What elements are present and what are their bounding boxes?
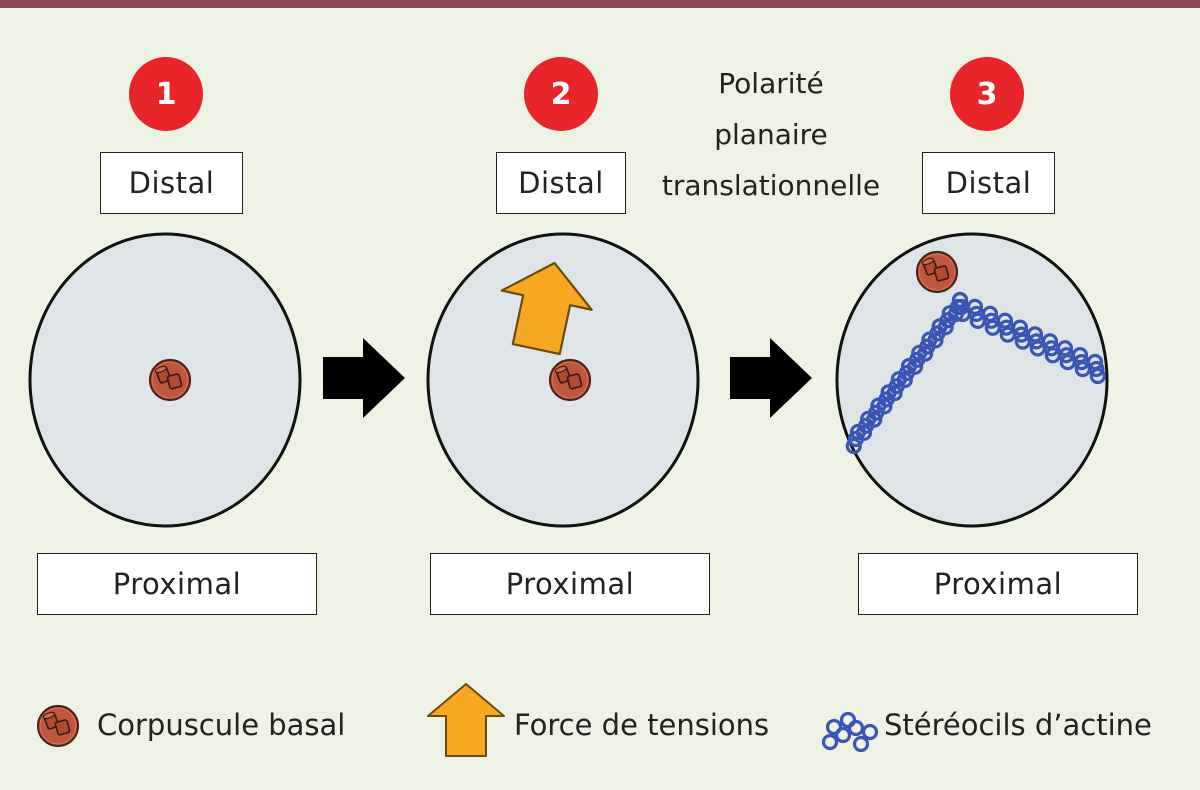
title-line: planaire <box>714 118 828 151</box>
legend-stereocilia-label: Stéréocils d’actine <box>884 708 1152 742</box>
step-badge-1: 1 <box>129 57 203 131</box>
distal-label: Distal <box>496 152 626 214</box>
proximal-label: Proximal <box>430 553 710 615</box>
proximal-label: Proximal <box>37 553 317 615</box>
basal-body-icon <box>548 358 592 402</box>
distal-label: Distal <box>922 152 1055 214</box>
top-accent-bar <box>0 0 1200 8</box>
distal-label: Distal <box>100 152 243 214</box>
tension-arrow-icon <box>427 683 505 757</box>
basal-body-icon <box>36 704 80 748</box>
legend-tension-force-label: Force de tensions <box>514 708 770 742</box>
proximal-label: Proximal <box>858 553 1138 615</box>
diagram-title: Polarité planaire translationnelle <box>640 58 902 211</box>
legend-basal-body-label: Corpuscule basal <box>97 708 346 742</box>
right-arrow-icon <box>323 338 405 418</box>
basal-body-icon <box>148 358 192 402</box>
step-badge-2: 2 <box>524 57 598 131</box>
cell-3 <box>835 232 1109 528</box>
basal-body-icon <box>915 250 959 294</box>
tension-arrow-icon <box>500 261 593 356</box>
step-badge-3: 3 <box>950 57 1024 131</box>
title-line: translationnelle <box>661 169 881 202</box>
stereocilia-icon <box>821 711 879 753</box>
right-arrow-icon <box>730 338 812 418</box>
title-line: Polarité <box>718 67 824 100</box>
